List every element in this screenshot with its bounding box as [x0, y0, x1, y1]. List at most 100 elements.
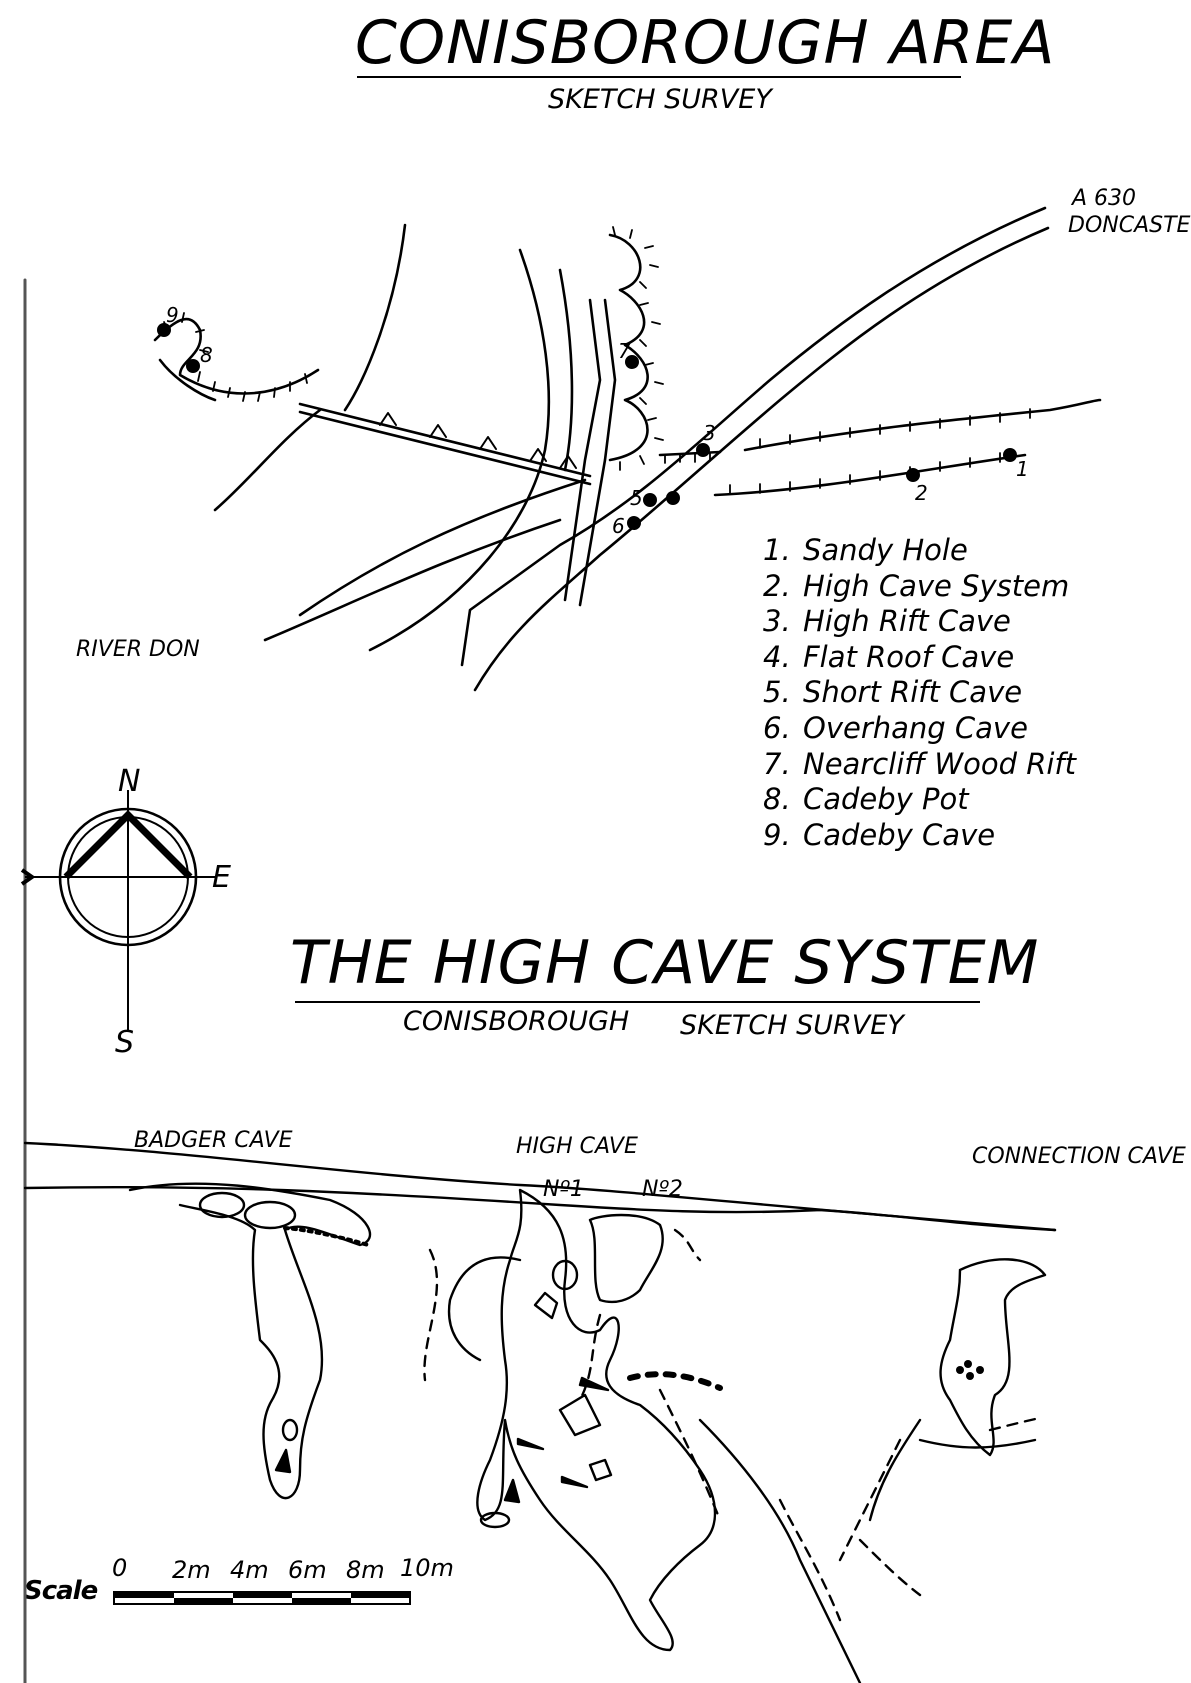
- legend-item: 6.Overhang Cave: [763, 711, 1076, 747]
- cave-plan-title-underline: [295, 1001, 980, 1003]
- boulder: [976, 1366, 984, 1374]
- formation-triangle: [503, 1478, 521, 1504]
- cave-marker-2: [906, 468, 920, 482]
- high-cave-west-branch: [447, 1256, 522, 1362]
- legend-item-number: 6.: [763, 710, 791, 745]
- river-bank-south-1: [298, 478, 587, 617]
- river-don-label: RIVER DON: [76, 637, 200, 662]
- area-map-title-underline: [357, 76, 961, 78]
- cave-marker-1: [1003, 448, 1017, 462]
- road-label-a630: A 630: [1072, 186, 1137, 211]
- legend-item: 5. Short Rift Cave: [763, 675, 1076, 711]
- boulder: [964, 1360, 972, 1368]
- railway-teeth: [379, 412, 577, 469]
- cadeby-cliff: [153, 317, 320, 395]
- scale-label: Scale: [24, 1576, 98, 1606]
- legend-item-name: Short Rift Cave: [803, 675, 1023, 710]
- high-cave-label: HIGH CAVE: [516, 1134, 638, 1159]
- legend-item-number: 9.: [763, 817, 791, 852]
- map-point-numbers: 1 2 3 5 6 7 8 9: [166, 303, 1029, 538]
- small-cliff-3: [658, 450, 722, 457]
- road-a630-south-edge: [473, 226, 1050, 692]
- high-cave-dashed-2: [578, 1313, 602, 1402]
- cave-marker-4: [666, 491, 680, 505]
- formation-wedge-2: [516, 1437, 545, 1451]
- legend-item-number: 7.: [763, 746, 791, 781]
- legend-item-number: 1.: [763, 533, 791, 567]
- scale-tick-8m: 8m: [346, 1556, 385, 1584]
- scale-tick-6m: 6m: [288, 1556, 327, 1584]
- connection-cave-label: CONNECTION CAVE: [972, 1144, 1186, 1169]
- river-bank-south-2: [263, 518, 562, 642]
- legend-item: 7.Nearcliff Wood Rift: [763, 747, 1076, 783]
- formation-dashes: [627, 1371, 723, 1391]
- river-bank-north: [213, 408, 322, 512]
- railway-line-1: [298, 402, 592, 478]
- legend-item-name: Cadeby Cave: [803, 817, 996, 852]
- cave-marker-9: [157, 323, 171, 337]
- legend-item: 8. Cadeby Pot: [763, 782, 1076, 818]
- small-cliff-3-hachure: [664, 452, 711, 464]
- boulder: [966, 1372, 974, 1380]
- legend-item-number: 2.: [763, 568, 791, 603]
- high-cave-pillar-4: [588, 1458, 613, 1482]
- legend-item-number: 5.: [763, 675, 791, 710]
- road-branch-edge: [578, 298, 617, 607]
- point-number-6: 6: [612, 514, 625, 538]
- high-cave-pillar-1: [551, 1259, 579, 1291]
- legend-item-name: Cadeby Pot: [803, 782, 969, 817]
- badger-chamber-2: [243, 1200, 297, 1230]
- scale-bar-graphic: [113, 1591, 411, 1605]
- scale-tick-0: 0: [112, 1554, 128, 1582]
- legend-item-name: Flat Roof Cave: [803, 639, 1015, 674]
- cave-marker-5: [643, 493, 657, 507]
- cadeby-bank: [158, 358, 217, 402]
- scale-tick-4m: 4m: [230, 1556, 269, 1584]
- cave-marker-6: [627, 516, 641, 530]
- compass-west-arrow: [20, 868, 36, 886]
- legend-item-number: 3.: [763, 604, 791, 639]
- river-channel-west: [343, 223, 407, 412]
- boulder: [956, 1366, 964, 1374]
- river-channel-east: [368, 248, 551, 652]
- point-number-1: 1: [1016, 457, 1029, 481]
- formation-wedge-3: [560, 1475, 589, 1489]
- point-number-7: 7: [618, 339, 631, 363]
- high-cave-long-passage: [698, 1418, 862, 1683]
- legend-item: 1. Sandy Hole: [763, 533, 1076, 569]
- road-label-doncaster: DONCASTE: [1068, 213, 1191, 238]
- scale-tick-10m: 10m: [400, 1554, 454, 1582]
- point-number-2: 2: [915, 481, 928, 505]
- cave-plan-title: THE HIGH CAVE SYSTEM: [290, 928, 1040, 998]
- compass-south-label: S: [115, 1025, 135, 1060]
- legend-item-number: 8.: [763, 782, 791, 817]
- high-cave-dashed-exit: [778, 1498, 842, 1622]
- east-cliff-top-hachure: [759, 408, 1031, 449]
- connection-cave-boulders: [956, 1360, 984, 1380]
- legend-item-name: Sandy Hole: [803, 533, 968, 567]
- point-number-5: 5: [630, 486, 643, 510]
- compass-north-chevron: [63, 810, 193, 880]
- cadeby-cliff-hachure: [163, 312, 308, 402]
- high-cave-pillar-3: [558, 1393, 602, 1437]
- cave-plan-subtitle-right: SKETCH SURVEY: [680, 1010, 904, 1041]
- scale-tick-2m: 2m: [172, 1556, 211, 1584]
- area-map-subtitle: SKETCH SURVEY: [548, 84, 772, 115]
- compass-rose: [20, 790, 215, 1030]
- formation-wedge-1: [578, 1376, 610, 1392]
- river-channel-mid: [558, 268, 574, 472]
- badger-triangle: [274, 1448, 292, 1474]
- legend-item: 2.High Cave System: [763, 569, 1076, 605]
- connection-cave-dashed-3: [988, 1416, 1042, 1432]
- road-a630-north-edge: [460, 206, 1047, 667]
- nearcliff-hachure: [612, 226, 664, 471]
- legend-item: 4.Flat Roof Cave: [763, 640, 1076, 676]
- badger-passage-dots: [283, 1226, 370, 1247]
- legend-item-name: High Rift Cave: [803, 604, 1011, 639]
- east-cliff-top: [743, 398, 1102, 452]
- point-number-9: 9: [166, 303, 179, 327]
- scale-segment-5: [351, 1592, 410, 1598]
